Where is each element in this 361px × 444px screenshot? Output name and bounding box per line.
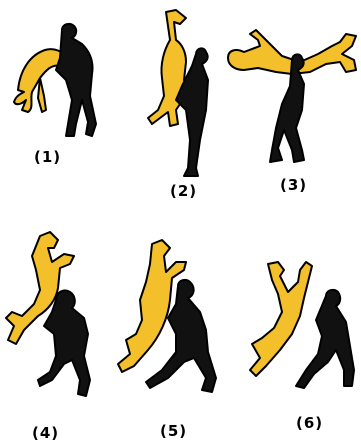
panel-label-1: (1) xyxy=(34,148,61,166)
panel-3-figures xyxy=(228,30,356,162)
panel-6-dark-figure xyxy=(296,290,354,388)
panel-1-figures xyxy=(14,24,96,136)
panel-6-yellow-figure xyxy=(250,262,312,376)
panel-label-2: (2) xyxy=(170,182,197,200)
panel-5-figures xyxy=(118,240,216,392)
panel-2-yellow-figure xyxy=(148,10,186,126)
panel-4-figures xyxy=(6,232,90,396)
panel-1-dark-figure xyxy=(56,24,96,136)
panel-label-5: (5) xyxy=(160,422,187,440)
panel-6-figures xyxy=(250,262,354,388)
panel-label-6: (6) xyxy=(296,414,323,432)
panel-label-3: (3) xyxy=(280,176,307,194)
panel-label-4: (4) xyxy=(32,424,59,442)
panel-2-figures xyxy=(148,10,208,176)
